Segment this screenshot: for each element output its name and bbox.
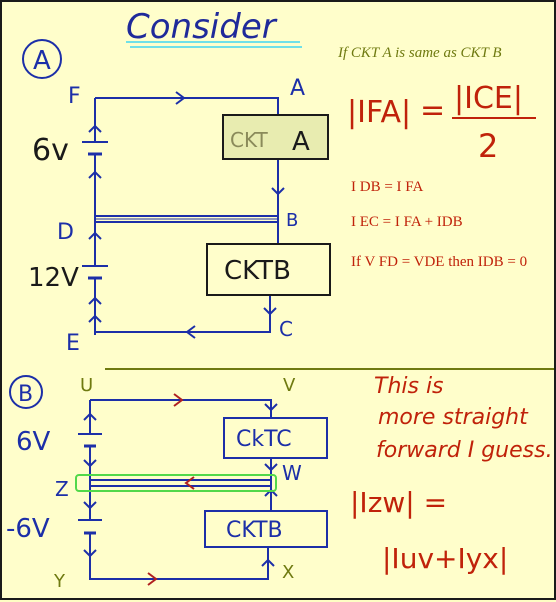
ckt-b-box xyxy=(206,243,331,296)
circuit-a-arrow-left xyxy=(185,325,196,339)
node-z-label: Z xyxy=(55,477,69,501)
circuit-b xyxy=(9,375,278,580)
circuit-b-top-wire xyxy=(90,399,272,418)
circuit-b-arrow-up-3 xyxy=(261,558,275,567)
node-c-label: C xyxy=(279,317,293,341)
node-v-label: V xyxy=(283,375,296,396)
node-x-label: X xyxy=(282,562,294,583)
eq-lhs: |IFA| xyxy=(347,95,411,130)
node-w-label: W xyxy=(282,461,302,485)
circuit-a-arrow-down-2 xyxy=(263,307,277,316)
node-e-label: E xyxy=(66,331,80,356)
ckt-b2-box-text: CKTB xyxy=(226,518,283,543)
circuit-a-arrow-up-5 xyxy=(88,314,102,323)
node-y-label: Y xyxy=(53,571,66,592)
circuit-b-arrow-down-4 xyxy=(264,403,278,412)
circuit-b-labels: B U V Z W Y X 6V -6V xyxy=(6,375,302,592)
circuit-b-top-red-arrow xyxy=(173,393,184,407)
note-condition: If CKT A is same as CKT B xyxy=(337,45,502,61)
eq-numerator: |ICE| xyxy=(454,81,523,116)
note-b-line2: more straight xyxy=(378,405,529,430)
ckt-c-box-text: CkTC xyxy=(236,427,292,452)
node-f-label: F xyxy=(68,84,81,109)
circuit-b-arrow-down-2 xyxy=(83,501,97,510)
circuit-b-badge-circle xyxy=(9,375,43,409)
node-u-label: U xyxy=(80,375,93,396)
battery-6v-label: 6v xyxy=(32,133,69,168)
note-b-line1: This is xyxy=(374,374,444,399)
note-b-eq-rhs: |Iuv+Iyx| xyxy=(382,542,508,575)
ckt-a-box-letter: A xyxy=(292,127,310,157)
note-b-eq-lhs: |Izw| = xyxy=(350,486,447,519)
circuit-b-boxes: CkTC CKTB xyxy=(204,417,328,548)
zw-red-arrow xyxy=(184,476,195,490)
note-eq2: I EC = I FA + IDB xyxy=(351,214,463,230)
note-eq1: I DB = I FA xyxy=(351,179,424,195)
notes-a: If CKT A is same as CKT B |IFA| = |ICE| … xyxy=(337,45,536,270)
circuit-a-boxes: CKT A CKTB xyxy=(206,114,331,296)
circuit-b-red-arrows xyxy=(147,393,184,586)
ckt-b-box-text: CKTB xyxy=(224,256,291,286)
ckt-c-box xyxy=(223,417,328,459)
zw-highlight xyxy=(75,474,277,492)
circuit-b-zw-wire xyxy=(75,474,277,492)
battery-12v-label: 12V xyxy=(28,263,79,293)
battery-b-neg6v-label: -6V xyxy=(6,514,50,544)
circuit-a-arrow-up-4 xyxy=(88,296,102,305)
notes-b: This is more straight forward I guess. |… xyxy=(350,374,553,575)
note-b-line3: forward I guess. xyxy=(376,438,553,463)
circuit-b-arrow-up-1 xyxy=(83,412,97,421)
node-a-label: A xyxy=(290,76,305,101)
circuit-b-arrow-down-5 xyxy=(264,463,278,472)
circuit-b-left-bottom-wire xyxy=(89,400,269,580)
eq-denominator: 2 xyxy=(478,127,498,165)
circuit-b-arrow-down-1 xyxy=(83,459,97,468)
circuit-a-badge-letter: A xyxy=(33,46,51,76)
circuit-a-arrow-down-1 xyxy=(271,187,285,196)
node-b-label: B xyxy=(286,210,298,231)
page-title: Consider xyxy=(126,7,278,47)
circuit-a-badge-circle xyxy=(22,39,62,79)
circuit-a-bottom-wire xyxy=(95,295,271,333)
node-d-label: D xyxy=(57,220,74,245)
title-group: Consider xyxy=(126,7,302,48)
circuit-b-arrow-down-3 xyxy=(83,549,97,558)
circuit-a-top-wire xyxy=(95,97,279,115)
note-eq3: If V FD = VDE then IDB = 0 xyxy=(351,254,527,270)
circuit-a-arrow-up-1 xyxy=(88,124,102,133)
circuit-a-labels: A F A D B E C 6v 12V xyxy=(28,46,305,356)
circuit-a-arrow-up-3 xyxy=(88,231,102,240)
circuit-a-arrow-right xyxy=(175,91,186,105)
ckt-a-box xyxy=(222,114,329,160)
circuit-a xyxy=(22,39,285,339)
eq-equals: = xyxy=(420,93,445,128)
circuit-a-arrow-up-2 xyxy=(88,170,102,179)
ckt-b2-box xyxy=(204,510,328,548)
circuit-b-badge-letter: B xyxy=(18,382,33,407)
circuit-b-bottom-red-arrow xyxy=(147,572,158,586)
ckt-a-box-text: CKT xyxy=(230,128,269,152)
battery-b-6v-label: 6V xyxy=(16,427,51,457)
